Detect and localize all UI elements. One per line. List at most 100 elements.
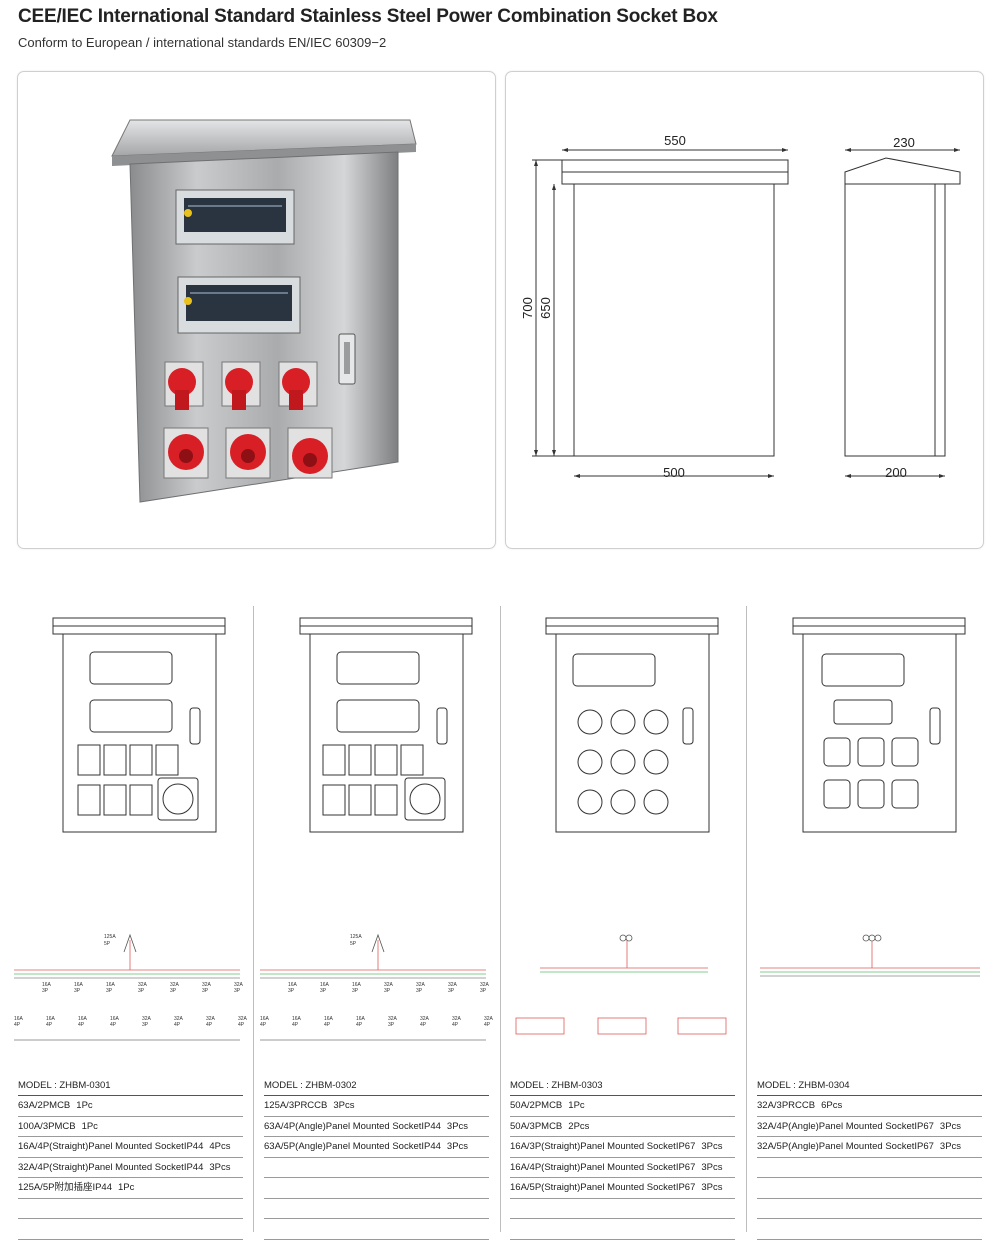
circuit-label: 16A <box>288 982 298 988</box>
circuit-label-low: 16A <box>46 1016 56 1022</box>
model-name: MODEL : ZHBM-0302 <box>264 1076 489 1096</box>
side-body <box>844 183 946 457</box>
dim-front-top: 550 <box>664 133 686 148</box>
circuit-label-low: 4P <box>78 1022 85 1028</box>
schematic-0303 <box>515 934 727 1035</box>
circuit-label-low: 4P <box>420 1022 427 1028</box>
schematic-0301 <box>14 933 240 1041</box>
front-body <box>573 183 775 457</box>
circuit-label: 16A <box>74 982 84 988</box>
model-0301-front <box>52 617 226 833</box>
circuit-label-low: 4P <box>292 1022 299 1028</box>
circuit-label: 32A <box>448 982 458 988</box>
dim-height-body: 650 <box>538 297 553 319</box>
circuit-label-low: 4P <box>110 1022 117 1028</box>
circuit-label-low: 16A <box>110 1016 120 1022</box>
circuit-label: 3P <box>480 988 487 994</box>
circuit-label-low: 3P <box>142 1022 149 1028</box>
model-drawings: 125A5P16A3P16A3P16A3P32A3P32A3P32A3P32A3… <box>14 617 980 1041</box>
spec-row: 16A/5P(Straight)Panel Mounted SocketIP67… <box>510 1178 735 1199</box>
dimension-drawing-panel: 550 500 230 200 700 650 <box>505 71 984 549</box>
side-roof <box>844 157 961 185</box>
circuit-label-low: 16A <box>78 1016 88 1022</box>
circuit-top-label: 5P <box>350 941 357 947</box>
circuit-label-low: 4P <box>484 1022 491 1028</box>
circuit-label-low: 32A <box>420 1016 430 1022</box>
box-roof-edge <box>112 144 416 166</box>
circuit-label-low: 32A <box>142 1016 152 1022</box>
model-name: MODEL : ZHBM-0301 <box>18 1076 243 1096</box>
product-photo <box>111 119 417 503</box>
circuit-label-low: 4P <box>238 1022 245 1028</box>
spec-row-empty <box>264 1178 489 1199</box>
breaker-window-1 <box>175 189 295 245</box>
wiring-schematics <box>14 933 980 1041</box>
circuit-top-label: 125A <box>350 934 362 940</box>
spec-row: 16A/4P(Straight)Panel Mounted SocketIP44… <box>18 1137 243 1158</box>
circuit-label: 3P <box>320 988 327 994</box>
circuit-label-low: 4P <box>452 1022 459 1028</box>
circuit-label: 3P <box>416 988 423 994</box>
model-name: MODEL : ZHBM-0304 <box>757 1076 982 1096</box>
circuit-label-low: 32A <box>484 1016 494 1022</box>
circuit-label-low: 32A <box>452 1016 462 1022</box>
circuit-label-low: 4P <box>260 1022 267 1028</box>
circuit-label-low: 16A <box>260 1016 270 1022</box>
circuit-label: 3P <box>448 988 455 994</box>
circuit-label: 16A <box>42 982 52 988</box>
circuit-label-low: 32A <box>206 1016 216 1022</box>
circuit-label: 32A <box>202 982 212 988</box>
circuit-label: 3P <box>42 988 49 994</box>
breaker-window-2 <box>177 276 301 334</box>
circuit-label: 16A <box>352 982 362 988</box>
circuit-label-low: 3P <box>388 1022 395 1028</box>
red-socket-5 <box>225 427 271 479</box>
circuit-label-low: 4P <box>46 1022 53 1028</box>
spec-row-empty <box>757 1219 982 1240</box>
model-name: MODEL : ZHBM-0303 <box>510 1076 735 1096</box>
circuit-label-low: 4P <box>324 1022 331 1028</box>
spec-row-empty <box>264 1199 489 1219</box>
schematic-0304 <box>760 934 980 977</box>
model-0302-front <box>299 617 473 833</box>
circuit-label: 32A <box>480 982 490 988</box>
circuit-label-low: 32A <box>238 1016 248 1022</box>
circuit-label: 3P <box>384 988 391 994</box>
circuit-label: 3P <box>288 988 295 994</box>
page-title: CEE/IEC International Standard Stainless… <box>18 6 718 27</box>
red-socket-6 <box>287 427 333 479</box>
model-0304-front <box>792 617 966 833</box>
circuit-label: 32A <box>384 982 394 988</box>
spec-row-empty <box>18 1199 243 1219</box>
red-socket-3 <box>278 361 318 410</box>
circuit-label: 32A <box>234 982 244 988</box>
spec-row-empty <box>510 1199 735 1219</box>
spec-row: 32A/4P(Straight)Panel Mounted SocketIP44… <box>18 1158 243 1178</box>
circuit-label: 16A <box>106 982 116 988</box>
column-divider-2 <box>500 606 501 1232</box>
spec-row-empty <box>264 1158 489 1178</box>
spec-row-empty <box>757 1199 982 1219</box>
circuit-label-low: 16A <box>356 1016 366 1022</box>
circuit-label: 3P <box>234 988 241 994</box>
circuit-label: 3P <box>170 988 177 994</box>
circuit-label-low: 4P <box>206 1022 213 1028</box>
circuit-label-low: 32A <box>388 1016 398 1022</box>
spec-row: 16A/4P(Straight)Panel Mounted SocketIP67… <box>510 1158 735 1178</box>
circuit-label: 32A <box>138 982 148 988</box>
circuit-label-low: 16A <box>324 1016 334 1022</box>
circuit-label-low: 32A <box>174 1016 184 1022</box>
